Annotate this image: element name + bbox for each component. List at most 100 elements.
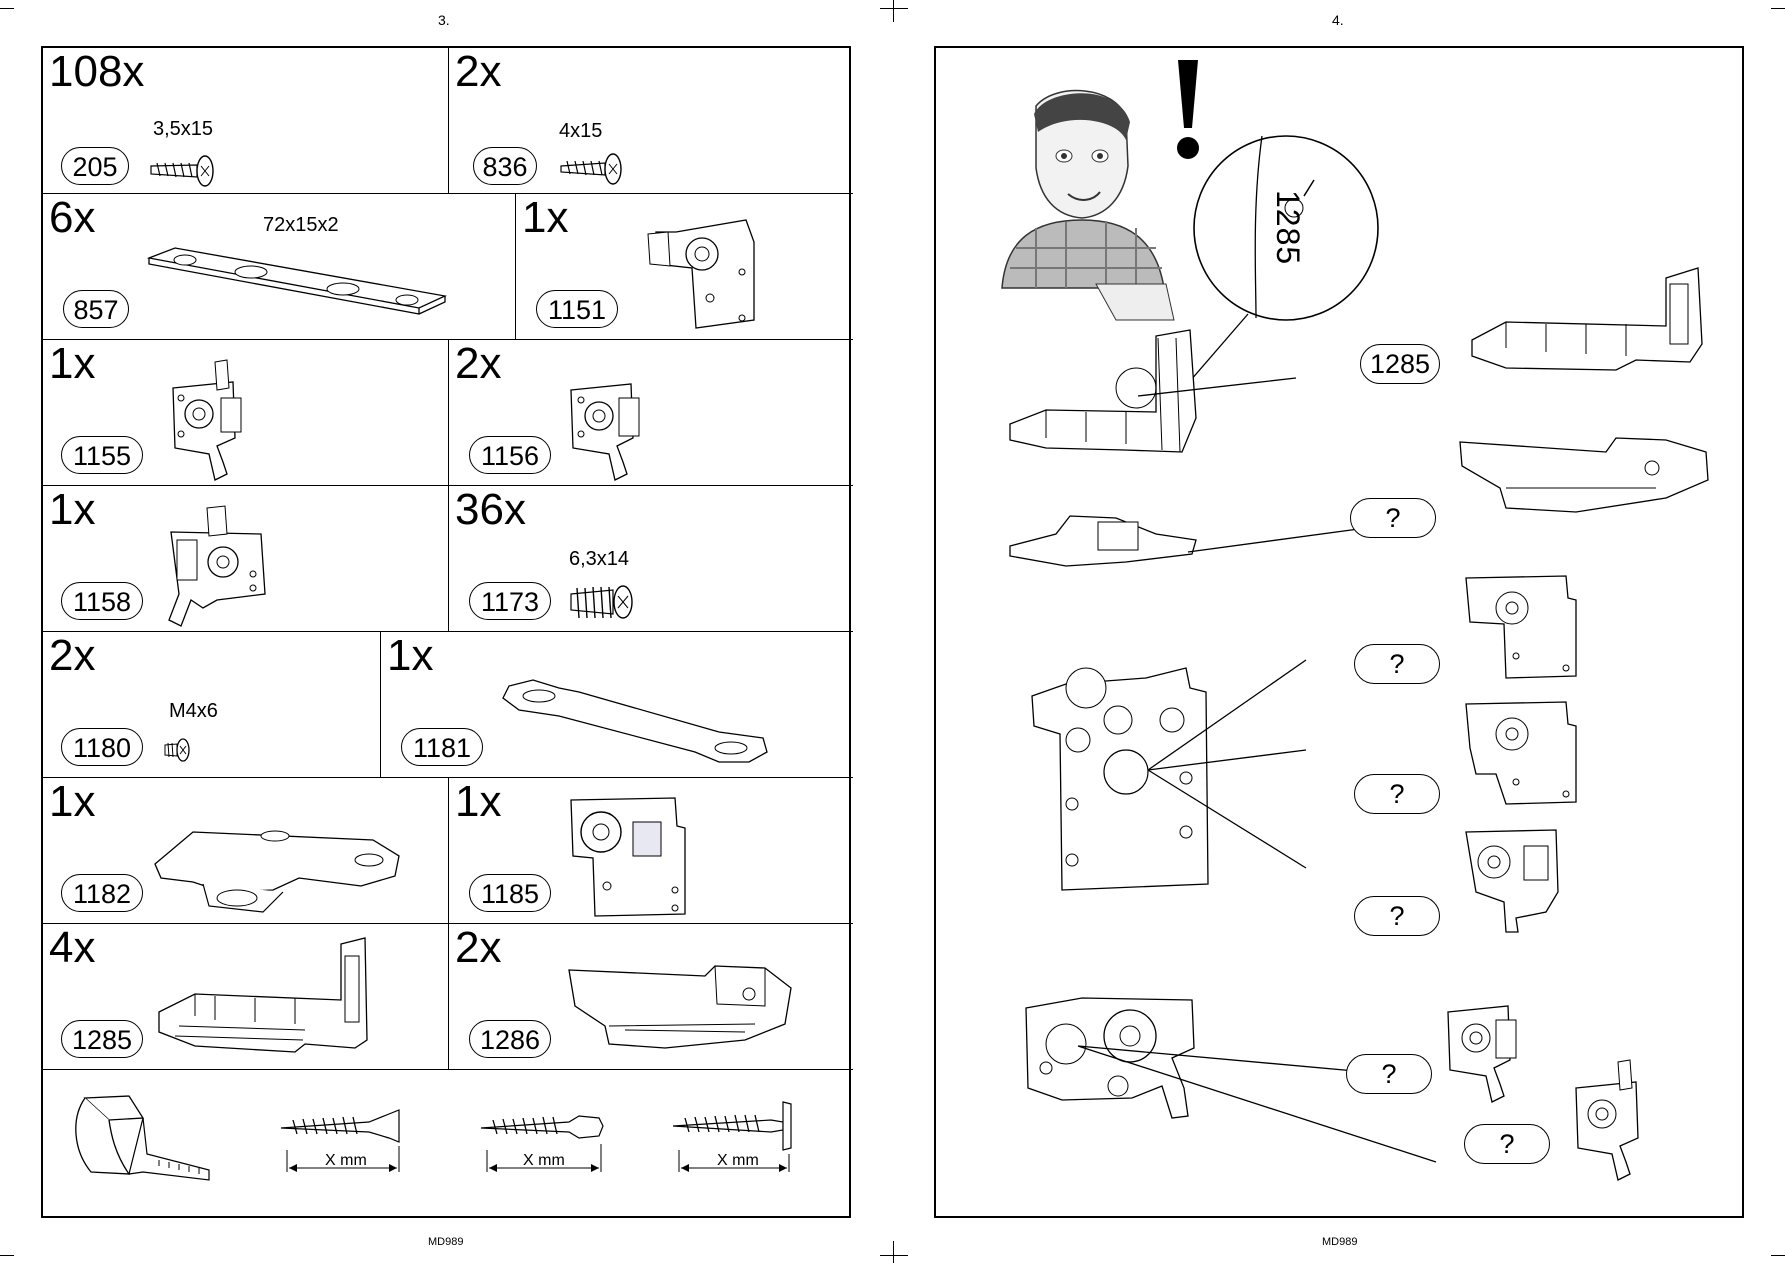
callout-label: ?	[1354, 774, 1440, 814]
roller-bracket-icon	[647, 219, 755, 329]
part-quantity: 1x	[522, 194, 569, 242]
part-code: 1285	[61, 1020, 143, 1058]
roller-plate-icon	[1031, 667, 1209, 891]
part-quantity: 36x	[455, 486, 526, 534]
callout-label: ?	[1346, 1054, 1432, 1094]
crop-mark	[0, 1255, 14, 1256]
hook-roller-icon	[570, 383, 640, 481]
part-code: 1181	[401, 728, 483, 766]
magnified-part-number: 1285	[1270, 190, 1306, 266]
hook-roller-icon	[172, 359, 242, 481]
part-quantity: 1x	[49, 778, 96, 826]
crop-mark	[893, 0, 894, 22]
part-cell-1158: 1x 1158	[43, 486, 449, 632]
part-dimension: 4x15	[559, 120, 603, 142]
part-dimension: 6,3x14	[569, 548, 630, 570]
part-cell-1286: 2x 1286	[449, 924, 853, 1070]
tape-measure-icon	[75, 1095, 210, 1181]
identification-page: 1285 1285 ?	[934, 46, 1744, 1218]
guide-icon	[154, 830, 400, 913]
callout-line	[1077, 1045, 1437, 1163]
machine-screw-icon	[164, 738, 190, 762]
part-cell-1156: 2x 1156	[449, 340, 853, 486]
callout-line	[1137, 377, 1297, 397]
part-quantity: 2x	[455, 48, 502, 96]
roller-bracket-icon	[1465, 575, 1577, 679]
part-cell-205: 108x 3,5x15 205	[43, 48, 449, 194]
footer-code-left: MD989	[428, 1236, 464, 1248]
exclamation-icon	[1177, 60, 1199, 159]
callout-label: ?	[1464, 1124, 1550, 1164]
part-cell-836: 2x 4x15 836	[449, 48, 853, 194]
part-cell-1180: 2x M4x6 1180	[43, 632, 381, 778]
part-dimension: 72x15x2	[263, 214, 339, 236]
wood-screw-icon	[560, 153, 622, 185]
measure-label: X mm	[717, 1152, 759, 1169]
roller-bracket-icon	[1465, 701, 1577, 805]
callout-label: ?	[1354, 644, 1440, 684]
track-guide-icon	[1009, 515, 1197, 567]
measure-label: X mm	[523, 1152, 565, 1169]
track-guide-icon	[1009, 329, 1197, 453]
part-code: 836	[473, 147, 537, 185]
part-quantity: 4x	[49, 924, 96, 972]
part-quantity: 2x	[455, 340, 502, 388]
wood-screw-countersunk-icon	[280, 1109, 400, 1172]
hook-roller-icon	[1447, 1005, 1517, 1103]
track-guide-icon	[568, 965, 792, 1049]
roller-bracket-icon	[1465, 829, 1559, 933]
part-quantity: 1x	[387, 632, 434, 680]
track-guide-icon	[158, 937, 368, 1053]
roller-bracket-icon	[570, 797, 686, 917]
track-guide-icon	[1471, 267, 1703, 371]
parts-list-page: 108x 3,5x15 205 2x 4x15 836 6x 72x15x2 8…	[41, 46, 853, 1218]
part-quantity: 1x	[49, 486, 96, 534]
part-quantity: 6x	[49, 194, 96, 242]
callout-label: ?	[1350, 498, 1436, 538]
part-code: 1185	[469, 874, 551, 912]
wood-screw-flathead-icon	[672, 1101, 792, 1172]
hook-roller-icon	[168, 505, 266, 627]
part-code: 1180	[61, 728, 143, 766]
assembler-character-icon	[1001, 89, 1175, 321]
part-quantity: 1x	[49, 340, 96, 388]
euro-screw-icon	[570, 585, 633, 619]
part-cell-857: 6x 72x15x2 857	[43, 194, 516, 340]
part-code: 1156	[469, 436, 551, 474]
part-quantity: 1x	[455, 778, 502, 826]
crop-mark	[893, 1241, 894, 1263]
hook-roller-icon	[1025, 997, 1195, 1119]
part-code: 1151	[536, 290, 618, 328]
magnifier-lines	[1183, 135, 1379, 389]
part-cell-1151: 1x 1151	[516, 194, 853, 340]
footer-code-right: MD989	[1322, 1236, 1358, 1248]
crop-mark	[880, 8, 908, 9]
track-guide-icon	[1459, 437, 1709, 513]
part-cell-1182: 1x 1182	[43, 778, 449, 924]
crop-mark	[880, 1255, 908, 1256]
part-cell-1173: 36x 6,3x14 1173	[449, 486, 853, 632]
part-code: 1182	[61, 874, 143, 912]
page-number-left: 3.	[438, 12, 450, 28]
part-code: 1286	[469, 1020, 551, 1058]
crop-mark	[1771, 8, 1785, 9]
plate-icon	[147, 247, 447, 315]
part-code: 205	[61, 147, 129, 185]
hook-roller-icon	[1575, 1059, 1639, 1181]
page-number-right: 4.	[1332, 12, 1344, 28]
measure-label: X mm	[325, 1152, 367, 1169]
part-dimension: 3,5x15	[153, 118, 214, 140]
part-quantity: 2x	[49, 632, 96, 680]
part-code: 1155	[61, 436, 143, 474]
part-dimension: M4x6	[169, 700, 218, 722]
wood-screw-raised-icon	[480, 1115, 604, 1172]
link-bar-icon	[502, 679, 768, 763]
part-cell-1185: 1x 1185	[449, 778, 853, 924]
part-code: 1158	[61, 582, 143, 620]
part-quantity: 2x	[455, 924, 502, 972]
callout-line	[1147, 659, 1307, 869]
callout-label: ?	[1354, 896, 1440, 936]
part-cell-1181: 1x 1181	[381, 632, 853, 778]
part-cell-1285: 4x 1285	[43, 924, 449, 1070]
wood-screw-icon	[150, 155, 214, 187]
